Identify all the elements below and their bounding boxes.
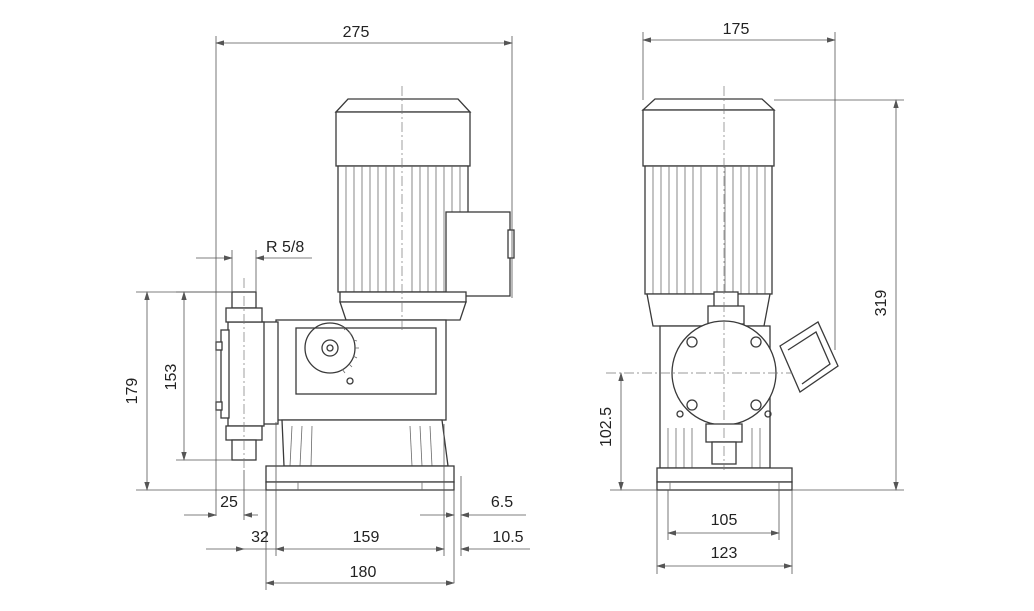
dim-102-5-label: 102.5 (598, 407, 615, 447)
dim-25-label: 25 (220, 494, 238, 511)
dim-180-label: 180 (350, 564, 377, 581)
dim-319-label: 319 (873, 290, 890, 317)
base-side (265, 419, 455, 491)
side-view (215, 86, 515, 491)
dim-6-5-label: 6.5 (491, 494, 513, 511)
motor-front (641, 98, 776, 327)
dimension-labels: 275 R 5/8 179 153 25 6.5 32 159 10.5 180… (124, 21, 890, 581)
dim-153-label: 153 (163, 364, 180, 391)
pump-head-side (215, 291, 279, 461)
dimensions-front (610, 32, 904, 574)
dimensions-side (136, 36, 530, 590)
dim-275-label: 275 (343, 24, 370, 41)
dim-105-label: 105 (711, 512, 738, 529)
front-view (606, 86, 839, 491)
dim-159-label: 159 (353, 529, 380, 546)
dim-175-label: 175 (723, 21, 750, 38)
dim-179-label: 179 (124, 378, 141, 405)
motor-side (334, 98, 515, 321)
base-front (656, 467, 793, 491)
dim-123-label: 123 (711, 545, 738, 562)
dim-thread-label: R 5/8 (266, 239, 304, 256)
gearbox-side (275, 319, 447, 421)
dim-32-label: 32 (251, 529, 269, 546)
dim-10-5-label: 10.5 (492, 529, 523, 546)
